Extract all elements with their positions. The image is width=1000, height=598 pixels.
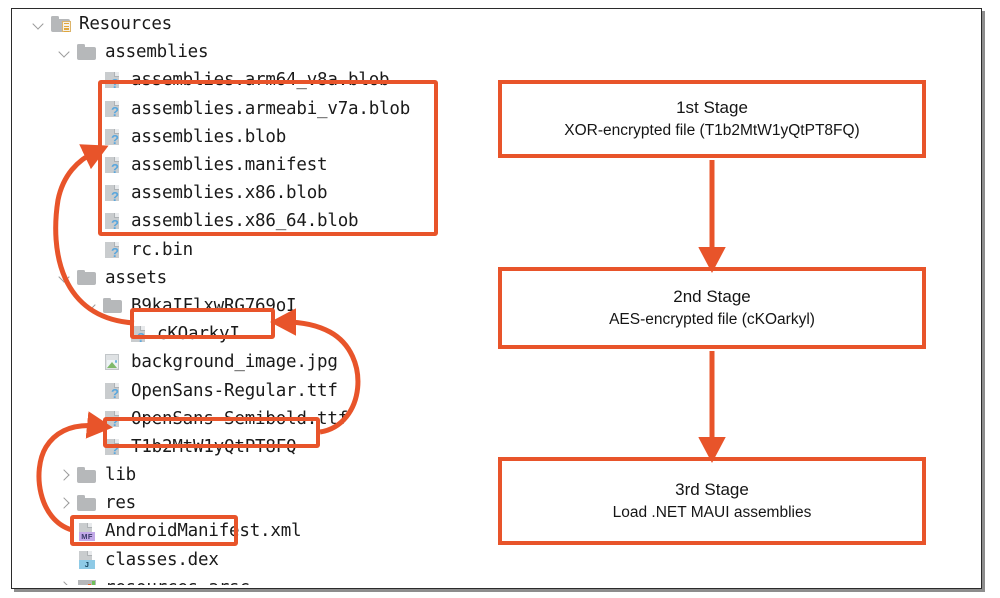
chevron-none-icon — [83, 242, 98, 257]
chevron-none-icon — [109, 327, 124, 342]
tree-row[interactable]: ? assemblies.arm64_v8a.blob — [13, 66, 468, 94]
tree-row-label: resources.arsc — [104, 578, 250, 585]
tree-row-label: background_image.jpg — [131, 352, 338, 373]
tree-row[interactable]: B9kaIFlxwRG769oI — [13, 292, 468, 320]
unknown-file-icon: ? — [103, 128, 123, 146]
chevron-none-icon — [83, 439, 98, 454]
folder-icon — [77, 269, 97, 286]
chevron-none-icon — [83, 355, 98, 370]
tree-row-label: B9kaIFlxwRG769oI — [131, 295, 297, 316]
chevron-none-icon — [83, 101, 98, 116]
chevron-none-icon — [83, 411, 98, 426]
stage-1-title: 1st Stage — [676, 98, 748, 117]
tree-row-label: AndroidManifest.xml — [105, 521, 302, 542]
tree-row-label: OpenSans-Semibold.ttf — [131, 408, 349, 429]
chevron-right-icon[interactable] — [57, 468, 72, 483]
chevron-down-icon[interactable] — [31, 17, 46, 32]
chevron-none-icon — [83, 73, 98, 88]
stage-2-title: 2nd Stage — [673, 287, 751, 306]
tree-row-label: assemblies.x86_64.blob — [131, 211, 359, 232]
tree-row-label: assemblies.armeabi_v7a.blob — [131, 98, 411, 119]
stage-2-subtitle: AES-encrypted file (cKOarkyl) — [609, 311, 815, 328]
tree-row[interactable]: ? OpenSans-Regular.ttf — [13, 376, 468, 404]
stage-3-title: 3rd Stage — [675, 480, 749, 499]
chevron-none-icon — [83, 158, 98, 173]
chevron-down-icon[interactable] — [57, 45, 72, 60]
unknown-file-icon: ? — [103, 241, 123, 259]
image-file-icon — [103, 354, 123, 371]
tree-row[interactable]: ? assemblies.blob — [13, 123, 468, 151]
tree-row[interactable]: resources.arsc — [13, 574, 468, 585]
tree-row[interactable]: assemblies — [13, 38, 468, 66]
unknown-file-icon: ? — [103, 157, 123, 175]
tree-row-label: res — [105, 493, 137, 514]
chevron-none-icon — [83, 383, 98, 398]
chevron-none-icon — [83, 214, 98, 229]
tree-row[interactable]: ? rc.bin — [13, 236, 468, 264]
tree-row[interactable]: ? OpenSans-Semibold.ttf — [13, 405, 468, 433]
tree-row-label: assets — [105, 267, 168, 288]
manifest-file-icon: MF — [77, 522, 97, 541]
tree-row-label: lib — [105, 465, 137, 486]
folder-icon — [77, 495, 97, 512]
tree-row[interactable]: MF AndroidManifest.xml — [13, 517, 468, 545]
stage-box-1: 1st Stage XOR-encrypted file (T1b2MtW1yQ… — [498, 80, 926, 158]
tree-row[interactable]: ? assemblies.manifest — [13, 151, 468, 179]
unknown-file-icon: ? — [103, 438, 123, 456]
chevron-none-icon — [57, 552, 72, 567]
tree-row[interactable]: lib — [13, 461, 468, 489]
tree-row-label: OpenSans-Regular.ttf — [131, 380, 338, 401]
tree-row[interactable]: ? assemblies.x86.blob — [13, 179, 468, 207]
tree-row[interactable]: ? assemblies.armeabi_v7a.blob — [13, 95, 468, 123]
chevron-none-icon — [83, 186, 98, 201]
dex-file-icon: J — [77, 551, 97, 570]
file-tree[interactable]: Resources assemblies? assemblies.arm64_v8a… — [13, 10, 468, 585]
folder-icon — [103, 297, 123, 314]
tree-row-label: cKOarkyI — [157, 324, 240, 345]
unknown-file-icon: ? — [103, 410, 123, 428]
arsc-file-icon — [77, 579, 97, 585]
unknown-file-icon: ? — [103, 213, 123, 231]
stage-3-subtitle: Load .NET MAUI assemblies — [612, 504, 812, 521]
tree-row-label: assemblies.blob — [131, 126, 287, 147]
tree-row[interactable]: background_image.jpg — [13, 348, 468, 376]
unknown-file-icon: ? — [103, 185, 123, 203]
tree-row-label: assemblies.manifest — [131, 155, 328, 176]
tree-row[interactable]: res — [13, 489, 468, 517]
chevron-none-icon — [83, 129, 98, 144]
folder-resources-icon — [51, 16, 71, 33]
tree-row-label: assemblies.x86.blob — [131, 183, 328, 204]
stage-1-subtitle: XOR-encrypted file (T1b2MtW1yQtPT8FQ) — [564, 122, 860, 139]
tree-row[interactable]: ? cKOarkyI — [13, 320, 468, 348]
tree-row-label: rc.bin — [131, 239, 194, 260]
tree-row-label: assemblies.arm64_v8a.blob — [131, 70, 390, 91]
chevron-right-icon[interactable] — [57, 580, 72, 585]
tree-row[interactable]: assets — [13, 264, 468, 292]
chevron-down-icon[interactable] — [83, 298, 98, 313]
tree-row-label: assemblies — [105, 42, 209, 63]
unknown-file-icon: ? — [129, 326, 149, 344]
stage-box-3: 3rd Stage Load .NET MAUI assemblies — [498, 457, 926, 545]
tree-row-label: classes.dex — [105, 549, 219, 570]
unknown-file-icon: ? — [103, 382, 123, 400]
tree-row-label: Resources — [79, 14, 173, 35]
tree-row[interactable]: ? T1b2MtW1yQtPT8FQ — [13, 433, 468, 461]
folder-icon — [77, 44, 97, 61]
tree-row[interactable]: ? assemblies.x86_64.blob — [13, 207, 468, 235]
tree-row-label: T1b2MtW1yQtPT8FQ — [131, 436, 297, 457]
chevron-down-icon[interactable] — [57, 270, 72, 285]
folder-icon — [77, 467, 97, 484]
tree-row[interactable]: Resources — [13, 10, 468, 38]
chevron-right-icon[interactable] — [57, 496, 72, 511]
unknown-file-icon: ? — [103, 100, 123, 118]
unknown-file-icon: ? — [103, 72, 123, 90]
chevron-none-icon — [57, 524, 72, 539]
stage-box-2: 2nd Stage AES-encrypted file (cKOarkyl) — [498, 267, 926, 349]
